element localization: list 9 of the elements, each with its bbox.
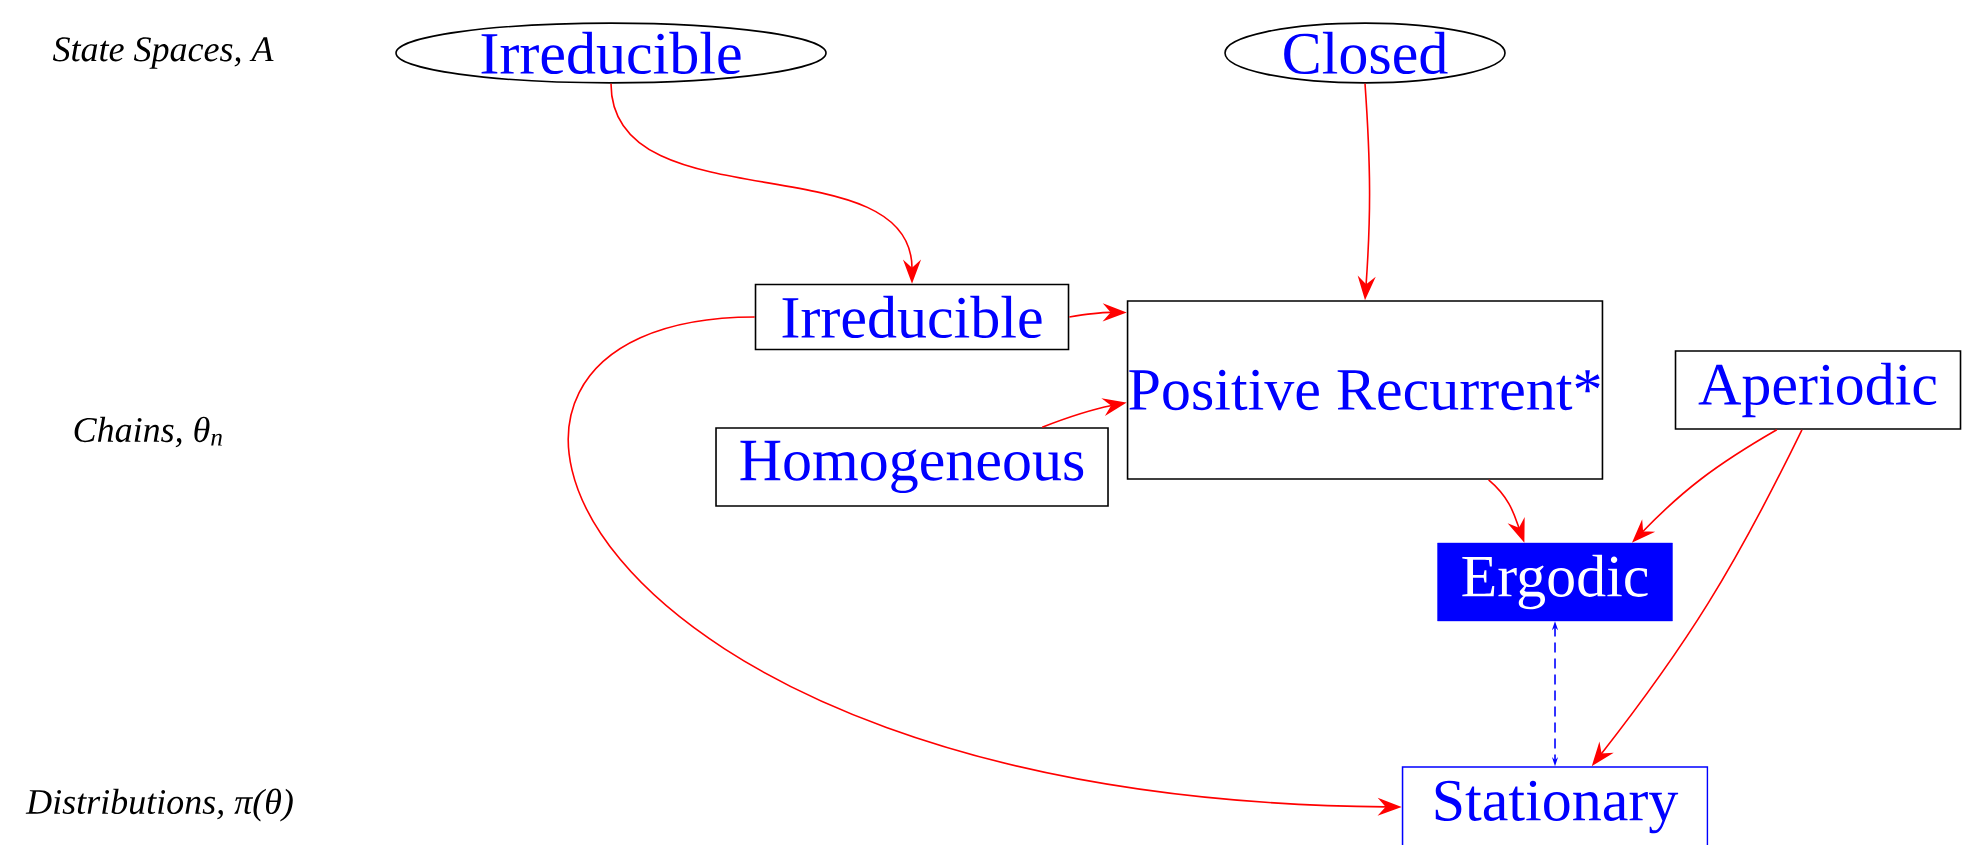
state-box: Aperiodic [1674, 350, 1962, 430]
row-label: Distributions, π(θ) [25, 788, 293, 822]
highlighted-box: Ergodic [1437, 542, 1673, 622]
state-box: Stationary [1401, 766, 1709, 845]
state-box: Homogeneous [715, 427, 1109, 507]
row-label: State Spaces, A [52, 37, 274, 69]
state-box: Irreducible [754, 283, 1070, 351]
row-label: Chains, θ$_{n}$ [74, 416, 222, 448]
state-box: Positive Recurrent* [1126, 300, 1604, 480]
